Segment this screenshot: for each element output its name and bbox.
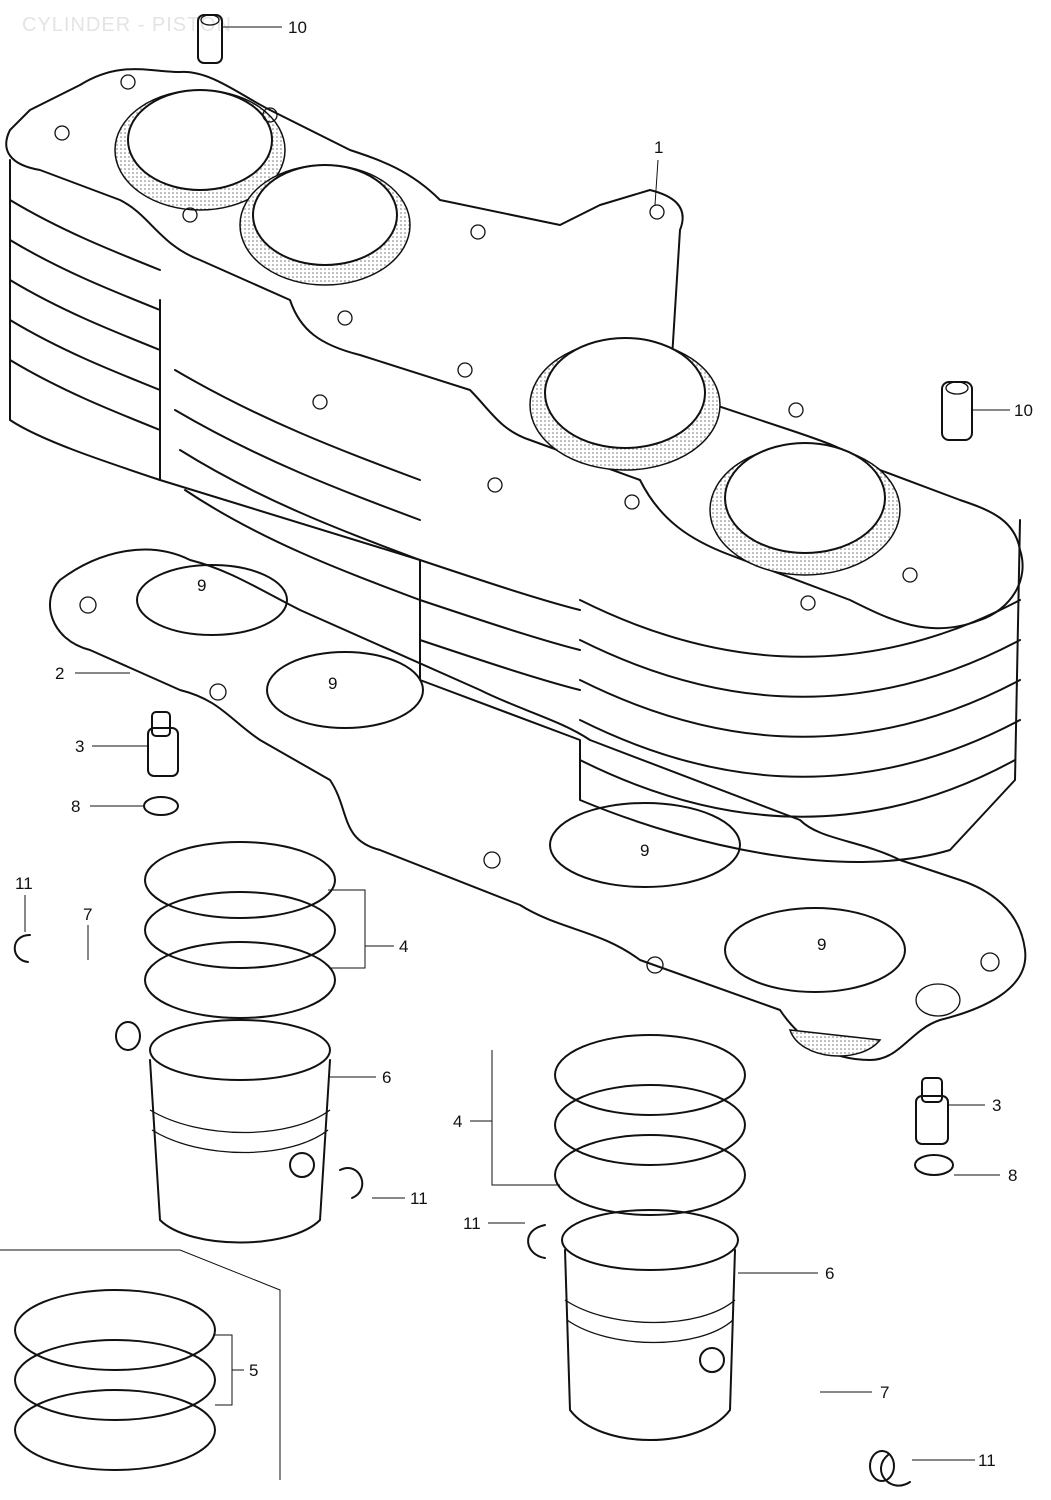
piston-ring-set: [0, 1249, 281, 1480]
callout-11: 11: [463, 1214, 481, 1233]
callout-3: 3: [75, 737, 84, 756]
callout-1: 1: [654, 138, 663, 157]
diagram-title: CYLINDER - PISTON: [22, 14, 232, 36]
callout-9: 9: [328, 674, 337, 693]
stud-dowel-left: [147, 711, 179, 777]
piston-pin-right: [743, 1373, 895, 1482]
dowel-pin-right: [941, 381, 973, 441]
callout-5: 5: [249, 1361, 258, 1380]
piston-right: [561, 1209, 739, 1441]
callout-labels: 10 1 10 9 2 9 3 8 9 11 7 4 9 6 4 3 8 11 …: [15, 18, 1033, 1470]
callout-11: 11: [15, 874, 33, 893]
callout-leaders: [24, 26, 1010, 1461]
piston-rings-right: [554, 1034, 746, 1216]
circlip: [880, 1454, 911, 1487]
callout-3: 3: [992, 1096, 1001, 1115]
callout-9: 9: [640, 841, 649, 860]
callout-6: 6: [382, 1068, 391, 1087]
circlip: [527, 1224, 546, 1259]
piston-rings-left: [144, 841, 336, 1019]
callout-10: 10: [1014, 401, 1033, 420]
stud-dowel-right: [915, 1077, 949, 1145]
callout-4: 4: [453, 1112, 462, 1131]
cylinder-base-gasket: [49, 548, 1027, 1061]
callout-9: 9: [817, 935, 826, 954]
callout-10: 10: [288, 18, 307, 37]
callout-8: 8: [71, 797, 80, 816]
cylinder-block: [5, 68, 1024, 863]
circlip: [13, 934, 31, 963]
piston-pin-left: [24, 959, 141, 1051]
callout-8: 8: [1008, 1166, 1017, 1185]
callout-4: 4: [399, 937, 408, 956]
o-ring-left: [143, 796, 179, 816]
o-ring-right: [914, 1154, 954, 1176]
callout-7: 7: [880, 1383, 889, 1402]
dowel-pin-top: [197, 14, 223, 64]
callout-2: 2: [55, 664, 64, 683]
circlip: [339, 1167, 364, 1199]
piston-left: [149, 1019, 331, 1244]
bore-rings: [136, 564, 906, 993]
callout-11: 11: [410, 1189, 428, 1208]
callout-11: 11: [978, 1451, 996, 1470]
callout-7: 7: [83, 905, 92, 924]
callout-6: 6: [825, 1264, 834, 1283]
callout-9: 9: [197, 576, 206, 595]
